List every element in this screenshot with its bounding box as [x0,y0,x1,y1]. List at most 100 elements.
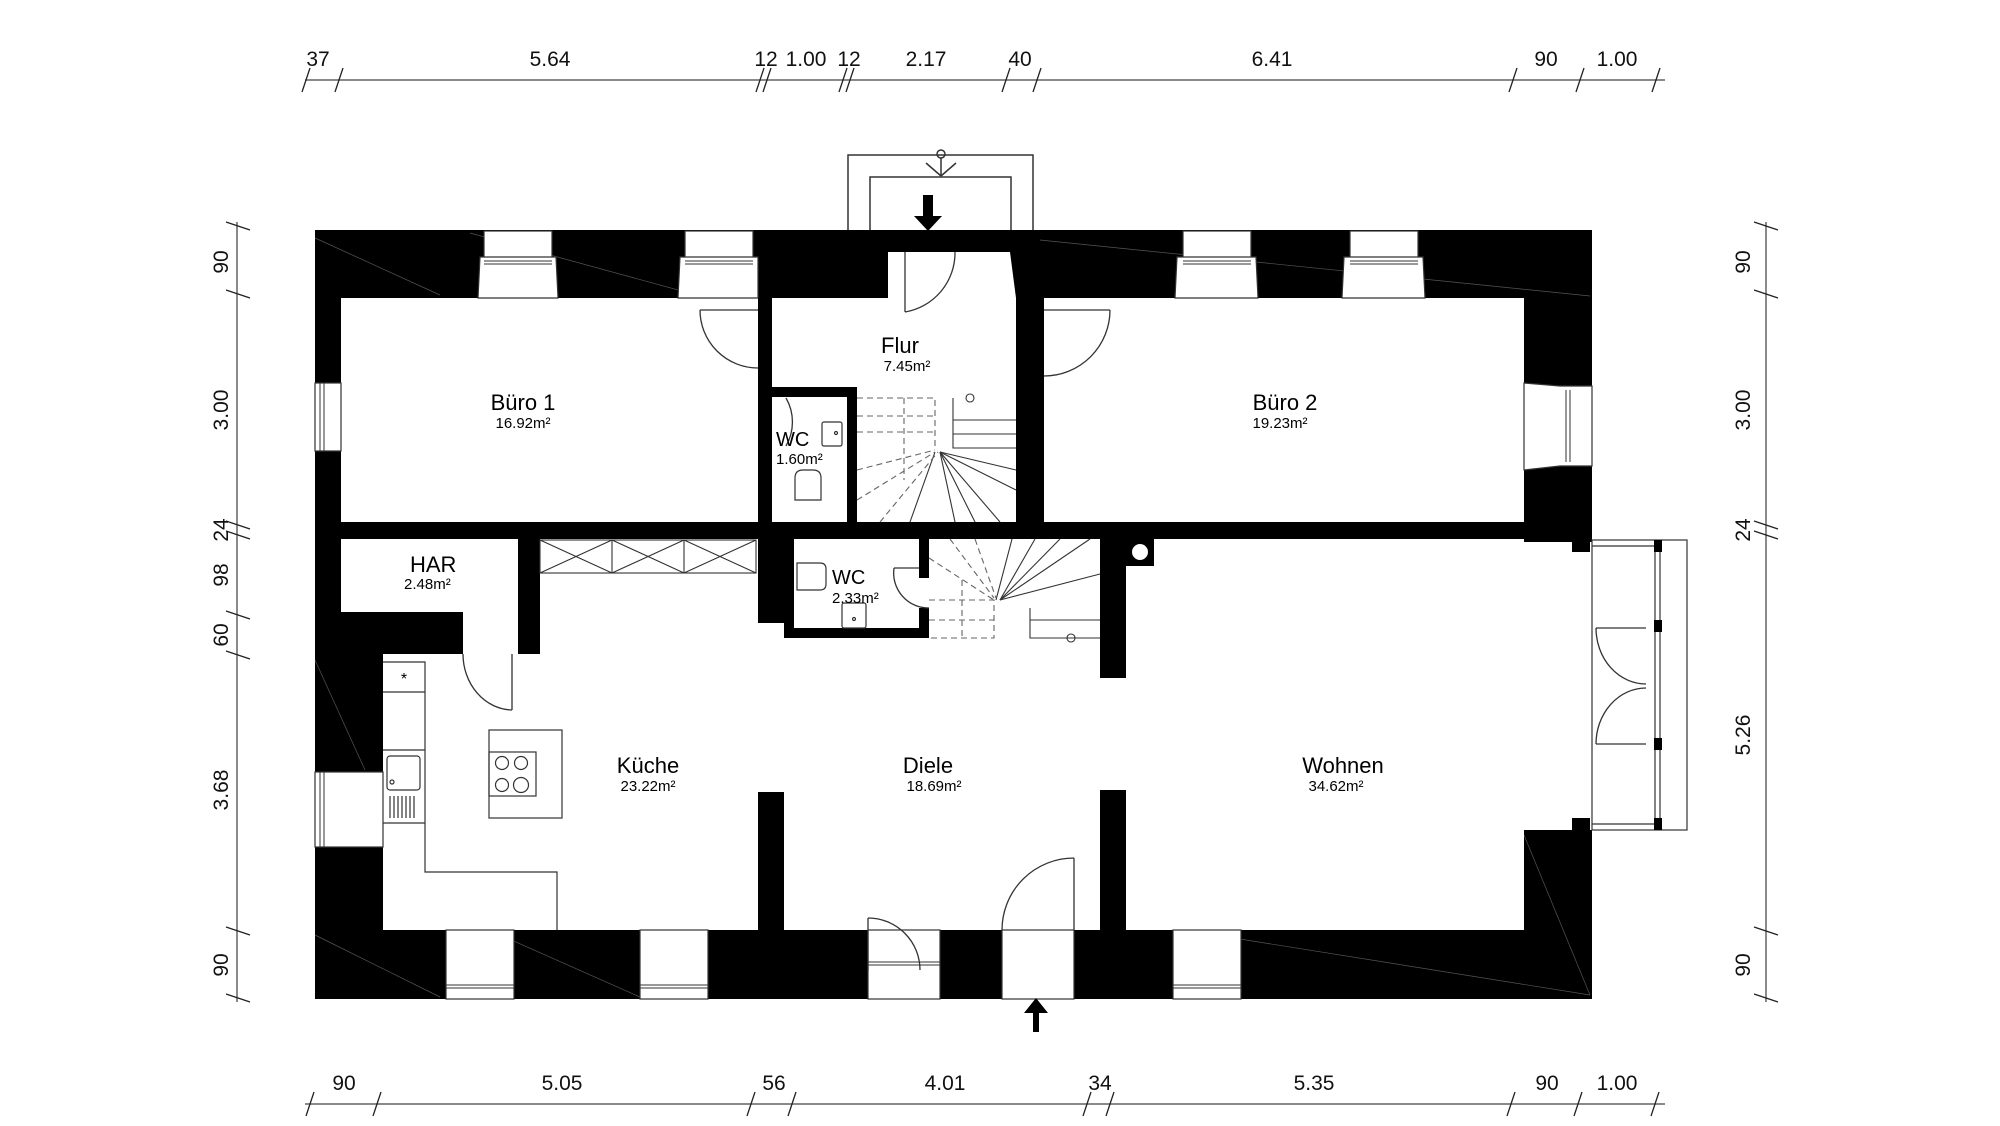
room-name-har: HAR [410,552,456,577]
window-top-1 [483,230,553,260]
wc1-fixtures [794,421,843,501]
window-left-2 [314,771,384,848]
room-name-wohnen: Wohnen [1302,753,1384,778]
dim-top-6: 40 [1008,48,1031,71]
stair-lower-dashed [928,538,997,639]
dim-top-1: 5.64 [530,48,571,71]
dim-right-2: 24 [1732,518,1755,542]
toilet-icon [794,469,822,501]
dim-top-9: 1.00 [1597,48,1638,71]
dim-left-6: 90 [210,953,233,976]
sink-icon [841,602,867,629]
room-name-wc2: WC [832,567,865,589]
window-bottom-2 [639,929,709,1000]
window-left-1 [314,382,342,452]
window-glass-lines [319,260,1571,989]
dim-left-4: 60 [210,623,233,646]
window-bottom-1 [445,929,515,1000]
dim-left-2: 24 [210,518,233,542]
room-area-wc2: 2.33m² [832,590,879,607]
floor-buero2 [1044,298,1524,522]
window-reveal-top-1 [477,256,559,299]
stair-upper-dashed [856,397,939,523]
floor-buero1 [341,298,758,522]
kitchen-sink-icon [386,755,421,818]
window-top-3 [1182,230,1252,260]
room-name-diele: Diele [903,753,953,778]
storage-cabinets [539,539,757,574]
toilet-icon [796,562,827,591]
dimension-right-ticks [1753,221,1779,1003]
doors [462,251,1647,971]
arrow-down-entrance-icon [914,195,942,231]
dim-top-4: 12 [837,48,860,71]
dimension-bottom-labels: 90 5.05 56 4.01 34 5.35 90 1.00 [332,1072,1637,1095]
arrow-up-entrance-icon [1024,998,1048,1032]
stair-upper [909,393,1017,523]
dim-top-7: 6.41 [1252,48,1293,71]
windows [314,230,1593,1000]
room-area-buero2: 19.23m² [1252,415,1307,432]
room-floors [341,252,1592,930]
window-reveal-top-4 [1341,256,1426,299]
floor-kueche [383,539,758,930]
stair-lower [995,538,1101,643]
room-area-kueche: 23.22m² [620,778,675,795]
room-name-flur: Flur [881,333,919,358]
room-name-buero2: Büro 2 [1253,390,1318,415]
dim-left-1: 3.00 [210,390,233,431]
floor-wohnen [1126,539,1592,930]
room-area-wohnen: 34.62m² [1308,778,1363,795]
dim-left-3: 98 [210,563,233,586]
dim-left-0: 90 [210,250,233,273]
dim-bottom-0: 90 [332,1072,355,1095]
dim-top-8: 90 [1534,48,1557,71]
bay-posts [1572,538,1662,832]
room-area-diele: 18.69m² [906,778,961,795]
dim-top-5: 2.17 [906,48,947,71]
room-name-buero1: Büro 1 [491,390,556,415]
dim-bottom-7: 1.00 [1597,1072,1638,1095]
bay-window [1591,539,1688,831]
dim-bottom-4: 34 [1088,1072,1112,1095]
room-area-flur: 7.45m² [884,358,931,375]
window-reveal-top-3 [1174,256,1259,299]
room-labels: Büro 1 16.92m² Flur 7.45m² WC 1.60m² Bür… [404,333,1384,795]
floor-har [341,539,518,612]
dimension-left-ticks [225,221,251,1003]
floor-flur [772,252,1016,387]
dim-left-5: 3.68 [210,770,233,811]
dim-bottom-2: 56 [762,1072,785,1095]
dim-bottom-5: 5.35 [1294,1072,1335,1095]
kitchen-island [488,729,563,819]
dim-bottom-6: 90 [1535,1072,1558,1095]
dim-top-2: 12 [754,48,777,71]
floor-stair-upper [857,397,1016,522]
floor-wc2 [794,539,919,628]
dimension-bottom-ticks [305,1091,1660,1117]
dim-top-0: 37 [306,48,329,71]
room-area-har: 2.48m² [404,576,451,593]
dim-right-4: 90 [1732,953,1755,976]
dim-bottom-3: 4.01 [925,1072,966,1095]
wc2-fixtures [796,562,867,629]
kitchen-counters [383,661,558,930]
entrance-canopy [847,149,1034,230]
window-bottom-3 [1172,929,1242,1000]
dimension-left-labels: 90 3.00 24 98 60 3.68 90 [210,250,233,976]
sink-icon [821,421,843,447]
dim-top-3: 1.00 [786,48,827,71]
room-name-wc1: WC [776,429,809,451]
door-bottom-main [1001,929,1075,1000]
room-area-buero1: 16.92m² [495,415,550,432]
room-area-wc1: 1.60m² [776,451,823,468]
floor-wc1 [772,397,847,522]
window-top-2 [684,230,754,260]
floor-stair-lower [929,539,1100,639]
floor-kueche-notch [463,612,518,654]
room-name-kueche: Küche [617,753,679,778]
kitchen-marker: * [401,671,407,688]
chimney-icon [1126,538,1154,566]
dim-right-0: 90 [1732,250,1755,273]
